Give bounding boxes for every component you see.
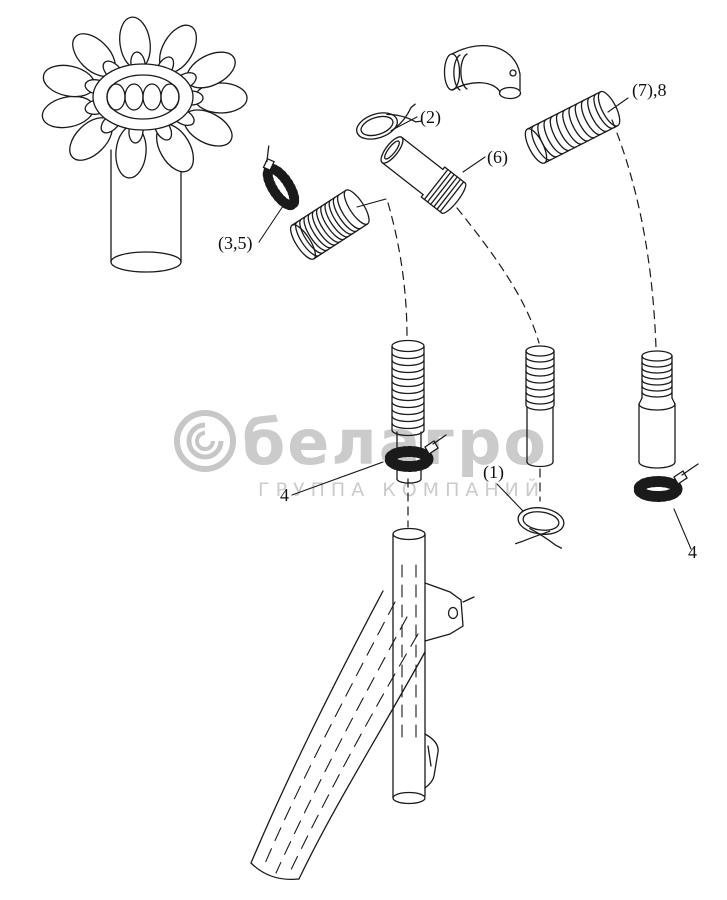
callout-label-4-right: 4	[688, 542, 697, 562]
hose-fitting-right	[638, 350, 676, 469]
callout-label-7-8: (7),8	[632, 80, 667, 101]
spring-clamp-2	[356, 103, 422, 140]
callout-label-3-5: (3,5)	[218, 233, 253, 254]
callout-label-6: (6)	[487, 147, 508, 168]
threaded-fitting-6	[380, 136, 467, 214]
callout-label-4-left: 4	[280, 485, 289, 505]
watermark-logo-icon	[174, 410, 236, 472]
worm-clamp-3-5	[262, 145, 300, 211]
label-leader-lines	[258, 97, 692, 550]
worm-clamp-4-left	[384, 434, 447, 472]
hose-fitting-middle	[525, 345, 555, 468]
assembly-leader-lines	[387, 119, 657, 528]
callout-label-2: (2)	[420, 107, 441, 128]
distributor-head	[41, 16, 248, 273]
suction-tube-assembly	[250, 527, 475, 881]
watermark: белагро ГРУППА КОМПАНИЙ	[174, 406, 546, 501]
watermark-subtitle-text: ГРУППА КОМПАНИЙ	[258, 478, 545, 501]
hose-fitting-left	[391, 339, 425, 484]
ribbed-hose-3-5	[289, 189, 370, 260]
worm-clamp-4-right	[633, 463, 699, 502]
callout-label-1: (1)	[483, 462, 504, 483]
spring-clip-1	[514, 507, 565, 549]
corrugated-hose-7-8	[524, 90, 621, 164]
elbow-fitting	[443, 45, 522, 100]
